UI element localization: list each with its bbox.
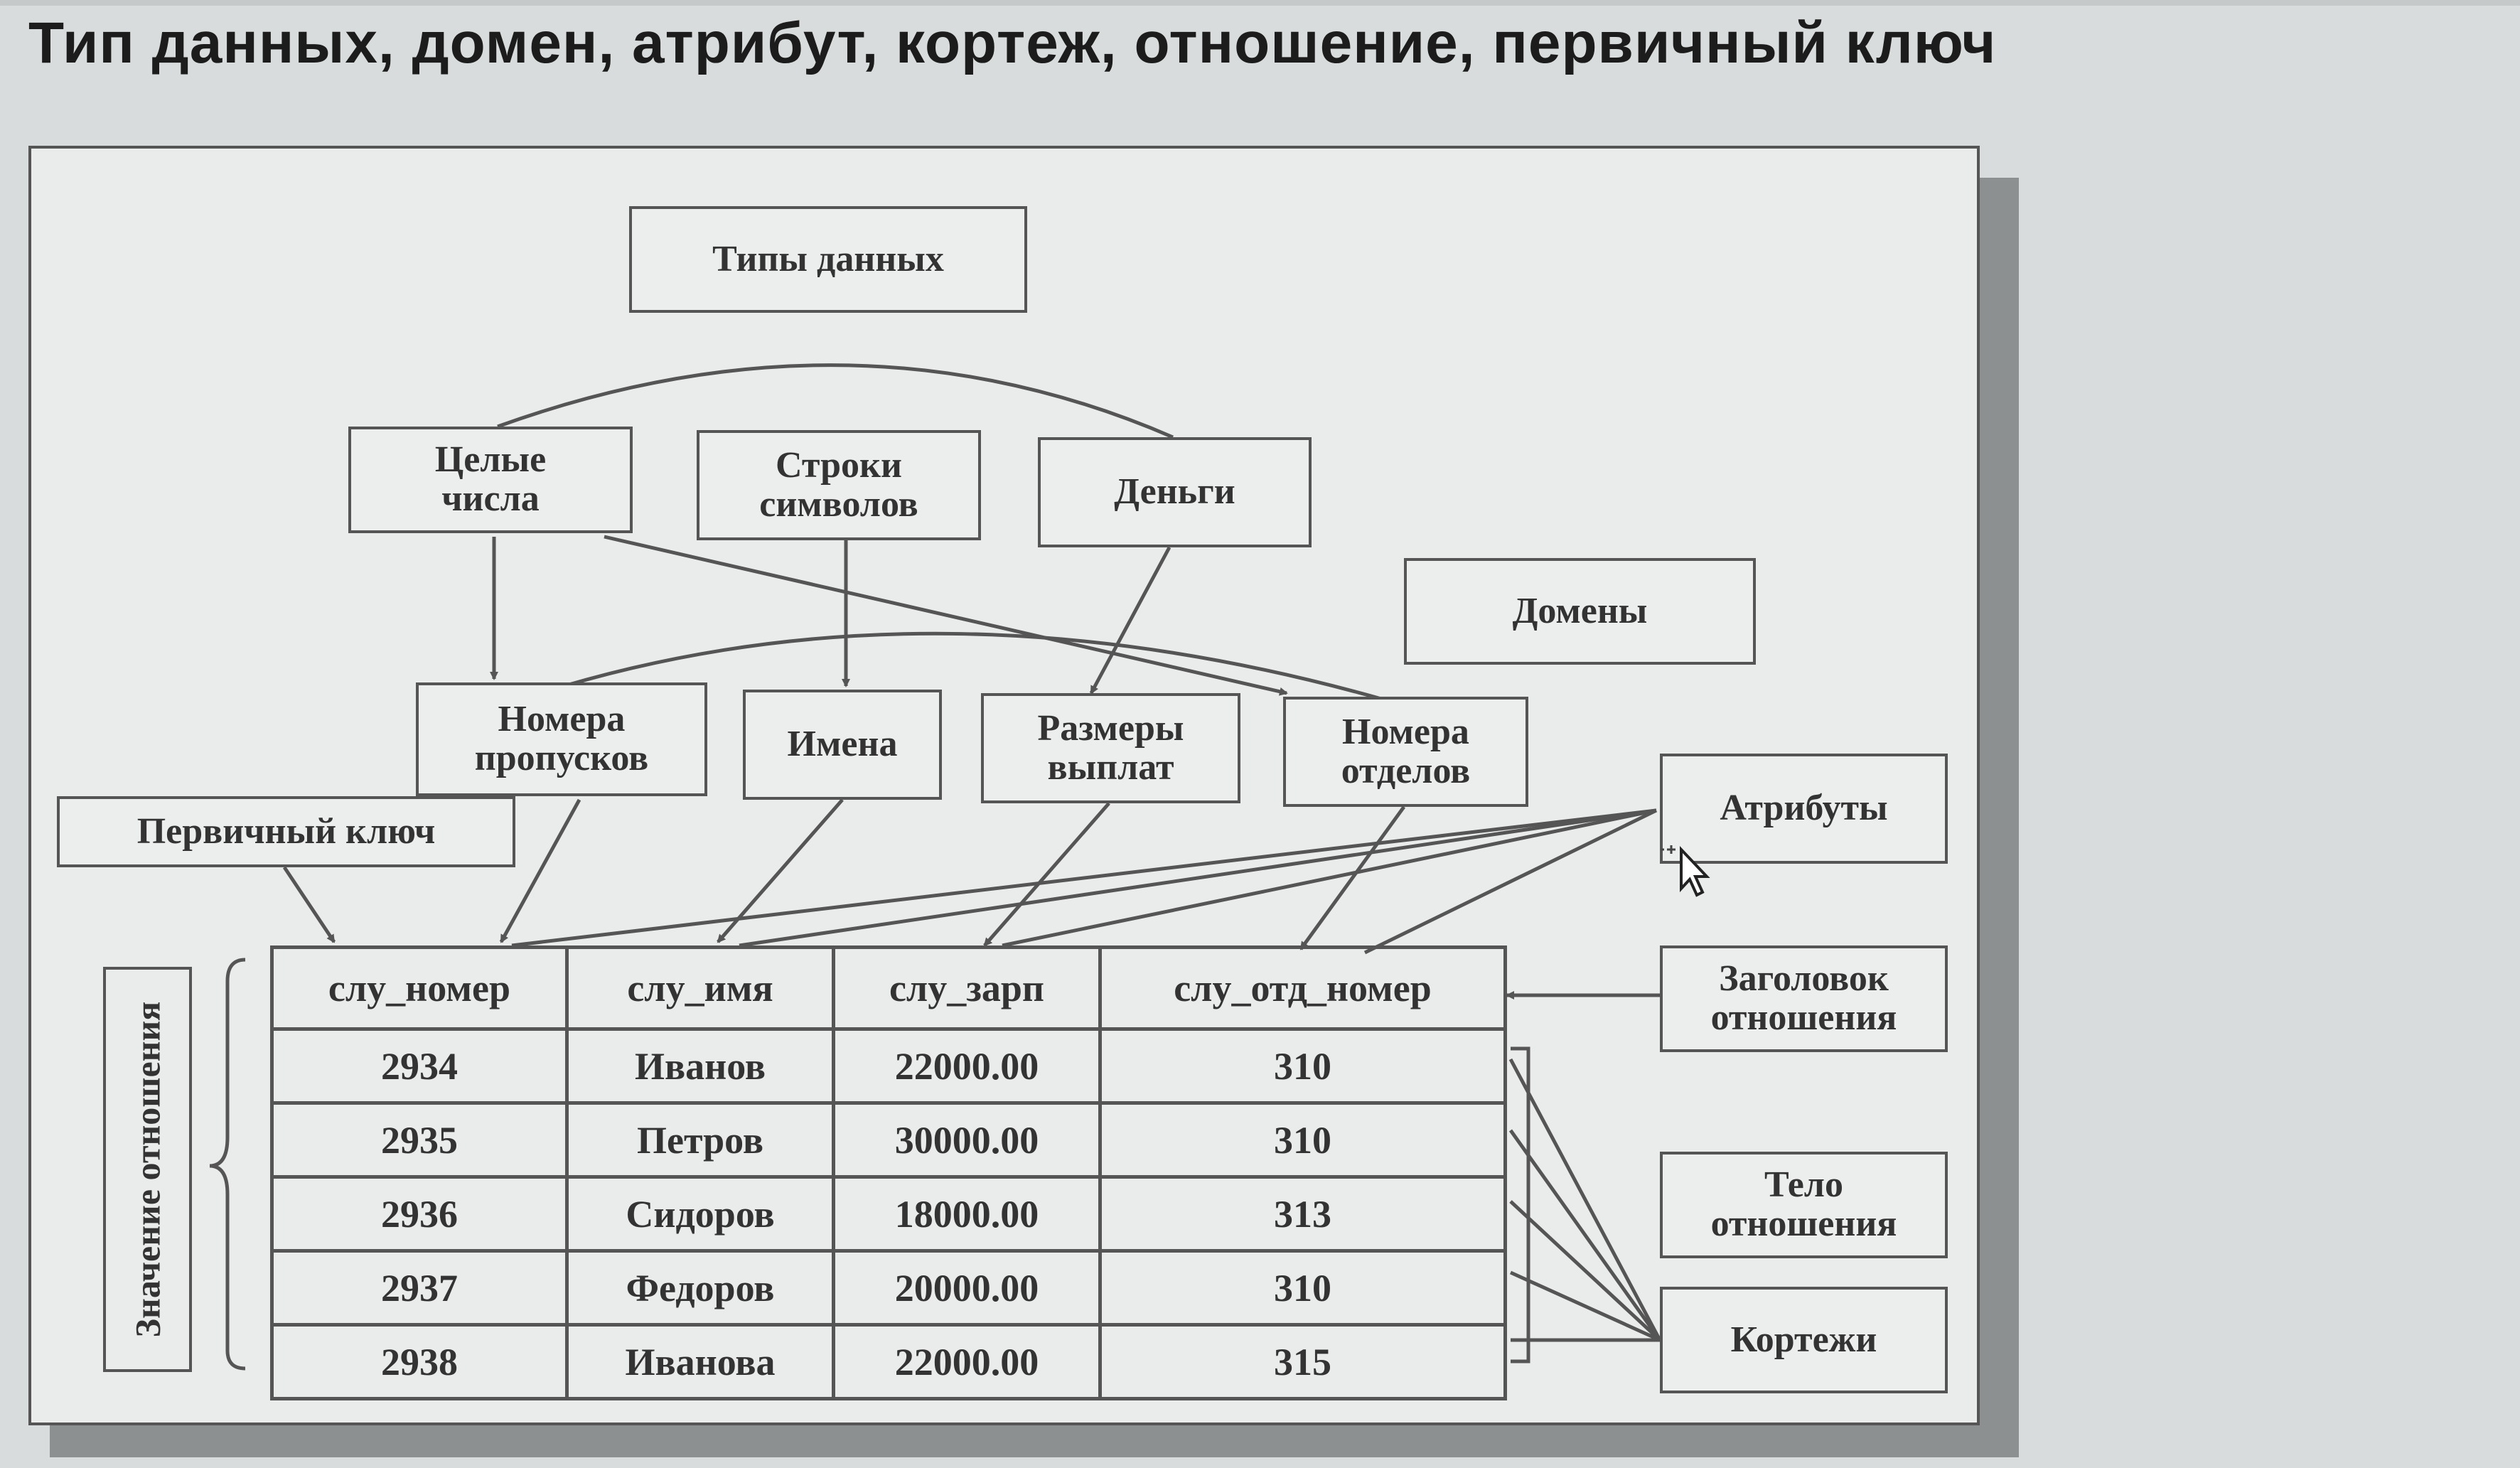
attr-line-2 (739, 808, 1657, 948)
type-money-box: Деньги (1038, 437, 1312, 547)
relation-body-line2: отношения (1710, 1204, 1897, 1244)
table-row: 2936 Сидоров 18000.00 313 (270, 1175, 1507, 1253)
relation-value-label: Значение отношения (127, 1001, 168, 1338)
relation-body-box: Тело отношения (1660, 1152, 1948, 1258)
slide-title: Тип данных, домен, атрибут, кортеж, отно… (28, 11, 1997, 75)
table-cell: 22000.00 (832, 1027, 1102, 1105)
table-cell: 310 (1098, 1101, 1507, 1179)
table-cell: Федоров (565, 1249, 835, 1327)
table-cell: 310 (1098, 1249, 1507, 1327)
table-cell: 30000.00 (832, 1101, 1102, 1179)
tuple-line-1 (1508, 1058, 1662, 1341)
arrow-int-to-dept (604, 535, 1288, 696)
primary-key-box: Первичный ключ (57, 796, 515, 867)
type-strings-line1: Строки (776, 444, 902, 486)
table-row: 2935 Петров 30000.00 310 (270, 1101, 1507, 1179)
type-integers-line1: Целые (434, 439, 547, 481)
relation-header-box: Заголовок отношения (1660, 945, 1948, 1052)
domain-payments-line1: Размеры (1037, 707, 1184, 749)
domain-pass-numbers-box: Номера пропусков (416, 682, 707, 796)
domain-dept-numbers-box: Номера отделов (1283, 697, 1528, 807)
relation-value-box: Значение отношения (103, 967, 192, 1372)
table-cell: 2935 (270, 1101, 569, 1179)
relation-header-line1: Заголовок (1719, 958, 1889, 1000)
domain-payments-line2: выплат (1047, 746, 1174, 788)
types-arc (497, 363, 1174, 439)
table-cell: 2938 (270, 1323, 569, 1400)
arrow-pass-to-col1 (499, 798, 581, 943)
top-rule (0, 0, 2520, 6)
table-row: 2934 Иванов 22000.00 310 (270, 1027, 1507, 1105)
table-cell: 20000.00 (832, 1249, 1102, 1327)
tuple-line-3 (1509, 1200, 1661, 1341)
arrow-pay-to-col3 (983, 802, 1110, 947)
domains-box: Домены (1404, 558, 1756, 665)
attributes-box: Атрибуты (1660, 754, 1948, 864)
attr-line-4 (1363, 808, 1658, 955)
table-cell: 2936 (270, 1175, 569, 1253)
relation-table: слу_номер слу_имя слу_зарп слу_отд_номер… (270, 945, 1507, 1400)
tuple-line-4 (1509, 1270, 1661, 1342)
domain-payments-box: Размеры выплат (981, 693, 1240, 803)
domain-pass-numbers-line2: пропусков (474, 738, 649, 778)
relation-brace (209, 958, 246, 1371)
table-cell: Петров (565, 1101, 835, 1179)
domain-names-box: Имена (743, 690, 942, 800)
relation-header-line2: отношения (1710, 997, 1897, 1038)
table-cell: 22000.00 (832, 1323, 1102, 1400)
relation-body-line1: Тело (1764, 1164, 1843, 1206)
table-cell: 2937 (270, 1249, 569, 1327)
table-cell: Сидоров (565, 1175, 835, 1253)
type-integers-box: Целые числа (348, 427, 633, 533)
table-cell: 2934 (270, 1027, 569, 1105)
column-header: слу_имя (565, 945, 835, 1031)
arrow-dept-to-col4 (1299, 805, 1406, 950)
relation-header-row: слу_номер слу_имя слу_зарп слу_отд_номер (270, 945, 1507, 1031)
table-cell: 313 (1098, 1175, 1507, 1253)
domain-dept-numbers-line2: отделов (1341, 750, 1471, 791)
table-cell: 18000.00 (832, 1175, 1102, 1253)
table-cell: Иванова (565, 1323, 835, 1400)
column-header: слу_зарп (832, 945, 1102, 1031)
data-types-box: Типы данных (629, 206, 1027, 313)
tuple-line-2 (1508, 1129, 1662, 1341)
attr-line-3 (1002, 808, 1657, 948)
table-cell: 310 (1098, 1027, 1507, 1105)
type-strings-line2: символов (759, 483, 918, 525)
arrow-money-to-pay (1089, 546, 1171, 695)
body-bracket (1511, 1046, 1530, 1363)
attr-line-1 (511, 808, 1657, 948)
type-strings-box: Строки символов (697, 430, 981, 540)
arrow-pk-to-col1 (282, 866, 336, 943)
table-cell: 315 (1098, 1323, 1507, 1400)
column-header: слу_номер (270, 945, 569, 1031)
table-row: 2937 Федоров 20000.00 310 (270, 1249, 1507, 1327)
table-row: 2938 Иванова 22000.00 315 (270, 1323, 1507, 1400)
mouse-cursor-icon (1661, 845, 1710, 897)
type-integers-line2: числа (441, 478, 540, 519)
domain-pass-numbers-line1: Номера (498, 699, 626, 740)
column-header: слу_отд_номер (1098, 945, 1507, 1031)
domains-arc (529, 631, 1387, 702)
domain-dept-numbers-line1: Номера (1342, 711, 1469, 752)
table-cell: Иванов (565, 1027, 835, 1105)
tuples-box: Кортежи (1660, 1287, 1948, 1393)
